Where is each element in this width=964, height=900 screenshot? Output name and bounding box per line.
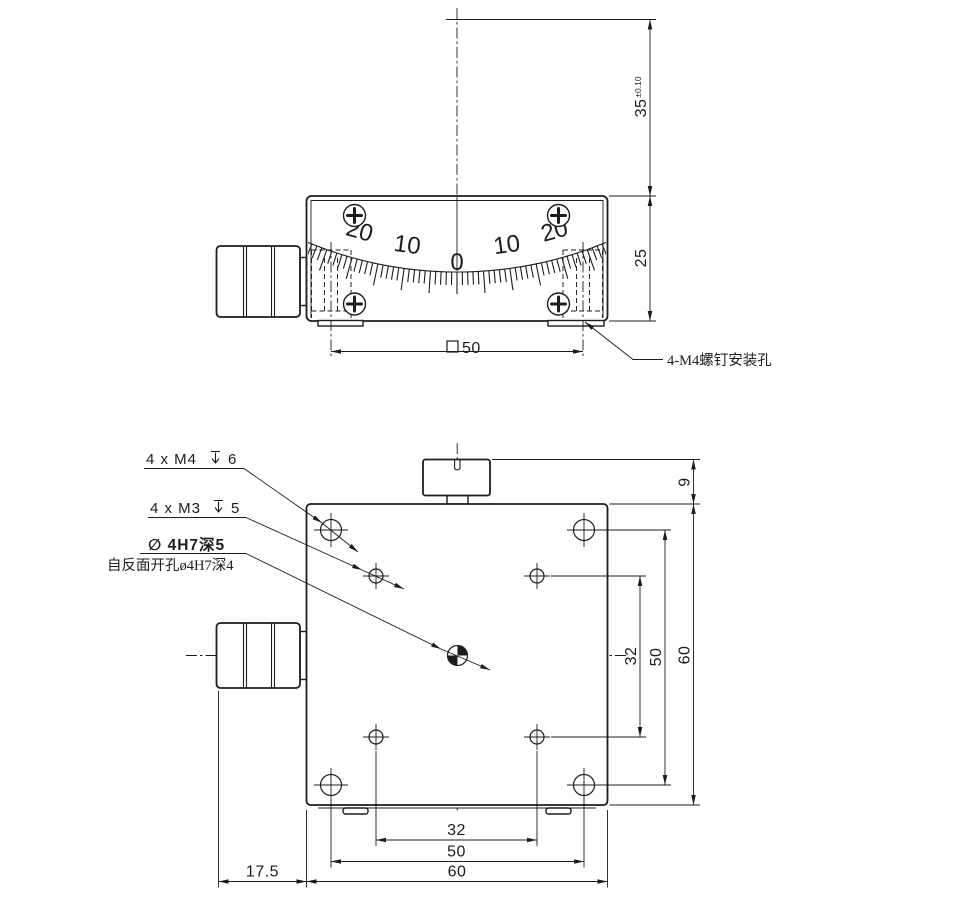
- callout-m3-depth: 5: [231, 500, 240, 517]
- foot-pad-left: [342, 807, 369, 815]
- dim-bottom-60: 60: [448, 864, 467, 881]
- phillips-screw-icon: [546, 292, 571, 316]
- adjustment-knob-side: [215, 245, 308, 318]
- dims-bottom: 32 50 60 17.5: [218, 691, 608, 888]
- note-mounting-holes: 4-M4螺钉安装孔: [584, 321, 772, 369]
- dim-square-50: 50: [331, 340, 583, 357]
- dims-right: 32 50 60 9: [492, 459, 700, 806]
- base-plate: [305, 503, 609, 806]
- foot-left: [317, 319, 364, 327]
- note-mounting-holes-text: 4-M4螺钉安装孔: [667, 352, 772, 369]
- m4-hole: [314, 768, 348, 802]
- dim-right-60: 60: [677, 646, 694, 665]
- hidden-hole-lines-right: [562, 242, 603, 358]
- hidden-hole-lines-left: [311, 242, 352, 358]
- knob-body: [215, 245, 301, 318]
- callout-m3-text: 4 x M3: [150, 500, 201, 517]
- dim-knob-9: 9: [677, 477, 694, 486]
- thumbscrew-head: [422, 458, 491, 497]
- thumbscrew-slot: [454, 460, 461, 471]
- callout-m3: 4 x M3 5: [148, 499, 405, 590]
- callout-back-hole-note: 自反面开孔ø4H7深4: [107, 557, 234, 574]
- scale-number: 10: [492, 230, 522, 260]
- dim-35: 35 ±0.10: [633, 19, 653, 196]
- callout-m4-depth: 6: [228, 451, 237, 468]
- scale-number: 10: [392, 230, 422, 260]
- thumbscrew-shaft: [446, 494, 469, 505]
- m3-hole: [524, 724, 550, 750]
- extension-lines: [492, 459, 700, 806]
- m3-hole: [363, 724, 389, 750]
- knob-ribs: [242, 246, 276, 317]
- foot-pad-right: [545, 807, 572, 815]
- callout-m4: 4 x M4 6: [144, 450, 359, 553]
- center-datum-hole: [446, 644, 469, 667]
- callout-center-hole: ∅ 4H7深5: [140, 536, 491, 671]
- extension-lines: [218, 691, 608, 888]
- depth-symbol-icon: [211, 450, 220, 464]
- dim-bottom-32: 32: [447, 822, 466, 839]
- goniometer-scale: [308, 241, 606, 294]
- m4-hole: [567, 768, 601, 802]
- dim-left-17-5: 17.5: [246, 864, 279, 881]
- knob-body: [215, 622, 301, 689]
- dim-right-50: 50: [648, 648, 665, 667]
- square-symbol-icon: [446, 340, 459, 353]
- phillips-screw-icon: [546, 203, 571, 228]
- m4-hole: [567, 513, 601, 547]
- lock-thumbscrew: [422, 458, 491, 505]
- dim-bottom-50: 50: [447, 844, 466, 861]
- dim-35-value: 35: [633, 99, 650, 118]
- depth-symbol-icon: [214, 499, 223, 513]
- m3-hole: [524, 563, 550, 589]
- dim-25: 25: [633, 196, 653, 321]
- plan-view-stage-base: 4 x M4 6 4 x M3 5 ∅ 4H7深5 自反面开孔ø4: [107, 443, 700, 888]
- scale-ticks: [308, 243, 606, 294]
- knob-shaft: [299, 630, 308, 681]
- dim-25-value: 25: [633, 249, 650, 268]
- dim-35-tolerance: ±0.10: [633, 76, 643, 97]
- knob-shaft: [299, 256, 308, 307]
- dim-right-32: 32: [623, 647, 640, 666]
- knob-ribs: [242, 623, 276, 688]
- foot-right: [547, 319, 605, 327]
- callout-m4-text: 4 x M4: [146, 451, 197, 468]
- adjustment-knob-plan: [215, 622, 308, 689]
- scale-number: 0: [450, 249, 463, 276]
- phillips-screw-icon: [342, 203, 367, 228]
- dim-square-50-value: 50: [462, 340, 481, 357]
- callout-center-hole-text: ∅ 4H7深5: [148, 536, 225, 554]
- phillips-screw-icon: [342, 292, 367, 316]
